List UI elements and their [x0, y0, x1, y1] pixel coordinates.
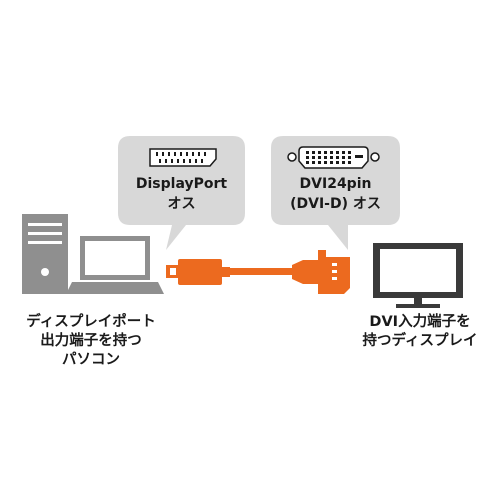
dvi-label-line1: DVI24pin — [299, 176, 372, 192]
display-caption: DVI入力端子を 持つディスプレイ — [344, 313, 496, 351]
cable — [166, 250, 350, 294]
displayport-connector-icon — [149, 148, 217, 167]
pc-caption: ディスプレイポート 出力端子を持つ パソコン — [4, 313, 178, 370]
pc-caption-line1: ディスプレイポート — [26, 314, 156, 330]
display-caption-line1: DVI入力端子を — [369, 314, 471, 330]
desktop-tower-icon — [22, 214, 68, 294]
display-icon — [373, 243, 463, 308]
dvi-connector-icon — [287, 146, 380, 169]
pc-caption-line3: パソコン — [62, 352, 120, 368]
displayport-label-line2: オス — [167, 196, 196, 212]
displayport-label: DisplayPort オス — [118, 174, 245, 214]
pc-caption-line2: 出力端子を持つ — [40, 333, 142, 349]
dvi-label-line2: (DVI-D) オス — [290, 196, 381, 212]
laptop-icon — [66, 236, 164, 294]
display-caption-line2: 持つディスプレイ — [362, 333, 478, 349]
displayport-label-line1: DisplayPort — [135, 176, 228, 192]
dvi-label: DVI24pin (DVI-D) オス — [271, 174, 400, 214]
